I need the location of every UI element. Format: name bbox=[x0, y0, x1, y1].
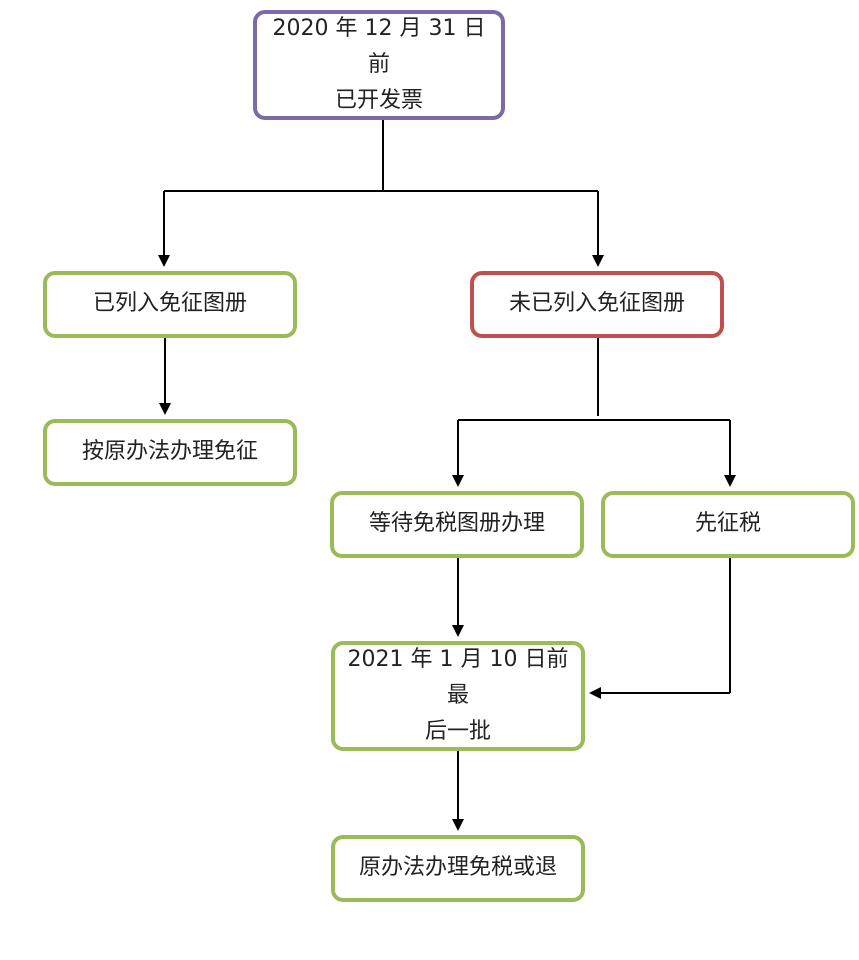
node-last-line1: 2021 年 1 月 10 日前最 bbox=[347, 646, 569, 708]
edge-unlisted-to-branches bbox=[452, 338, 736, 487]
node-invoiced-before-2020-12-31: 2020 年 12 月 31 日前 已开发票 bbox=[253, 10, 505, 120]
node-last-line2: 后一批 bbox=[424, 719, 491, 745]
node-listed-label: 已列入免征图册 bbox=[92, 291, 247, 317]
node-start-line2: 已开发票 bbox=[334, 88, 423, 114]
edge-start-to-branches bbox=[158, 120, 604, 267]
node-not-listed-in-exemption-catalog: 未已列入免征图册 bbox=[470, 271, 724, 338]
node-start-line1: 2020 年 12 月 31 日前 bbox=[272, 15, 486, 77]
node-origex-label: 按原办法办理免征 bbox=[81, 439, 258, 465]
node-original-method-exemption: 按原办法办理免征 bbox=[43, 419, 297, 486]
node-wait-label: 等待免税图册办理 bbox=[368, 511, 545, 537]
node-listed-in-exemption-catalog: 已列入免征图册 bbox=[43, 271, 297, 338]
node-start-text: 2020 年 12 月 31 日前 已开发票 bbox=[269, 11, 489, 120]
node-last-text: 2021 年 1 月 10 日前最 后一批 bbox=[347, 642, 569, 751]
edge-taxfirst-to-last bbox=[589, 558, 731, 699]
node-tax-first: 先征税 bbox=[601, 491, 855, 558]
node-wait-for-catalog: 等待免税图册办理 bbox=[330, 491, 584, 558]
node-final-exemption-or-refund: 原办法办理免税或退 bbox=[331, 835, 585, 902]
node-taxfirst-label: 先征税 bbox=[694, 511, 761, 537]
node-unlisted-label: 未已列入免征图册 bbox=[508, 291, 685, 317]
node-last-batch-before-2021-01-10: 2021 年 1 月 10 日前最 后一批 bbox=[331, 641, 585, 751]
node-final-label: 原办法办理免税或退 bbox=[358, 855, 557, 881]
